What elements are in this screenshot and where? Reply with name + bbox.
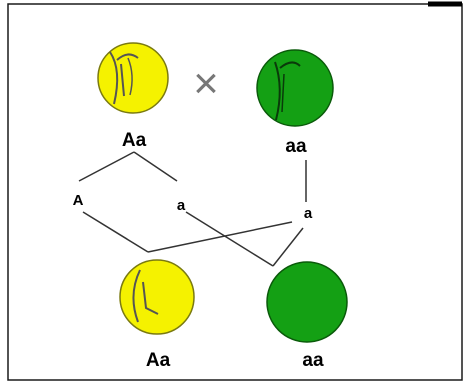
pea-crease bbox=[142, 281, 159, 315]
pea-crease bbox=[120, 63, 125, 97]
line-parent1-to-gamete-A bbox=[78, 151, 135, 182]
yellow-pea-wrinkled-icon bbox=[97, 42, 169, 114]
parent-2-genotype: aa bbox=[285, 136, 307, 157]
parent-yellow-pea bbox=[97, 42, 169, 114]
gamete-A-label: A bbox=[73, 192, 84, 209]
offspring-1-genotype: Aa bbox=[146, 350, 171, 371]
pea-crease bbox=[127, 57, 133, 96]
pea-crease bbox=[116, 53, 139, 61]
pea-crease bbox=[279, 61, 301, 69]
line-gamete-a2-to-offspring2 bbox=[272, 227, 304, 267]
yellow-pea-wrinkled-icon bbox=[119, 259, 195, 335]
parent-green-pea bbox=[256, 49, 334, 127]
pea-crease bbox=[281, 73, 285, 113]
parent-1-genotype: Aa bbox=[122, 130, 147, 151]
offspring-2-genotype: aa bbox=[302, 350, 324, 371]
gamete-a-label: a bbox=[304, 205, 313, 222]
pea-crease bbox=[132, 269, 141, 323]
line-gamete-a2-to-offspring1 bbox=[147, 221, 293, 253]
cross-symbol: × bbox=[193, 59, 219, 108]
line-parent1-to-gamete-a bbox=[133, 151, 178, 182]
gamete-a-label: a bbox=[177, 197, 186, 214]
offspring-yellow-pea bbox=[119, 259, 195, 335]
segregation-lines bbox=[78, 151, 307, 267]
green-pea-wrinkled-icon bbox=[256, 49, 334, 127]
green-pea-smooth-icon bbox=[266, 261, 348, 343]
line-gamete-A-to-offspring1 bbox=[82, 211, 149, 253]
diagram-frame bbox=[7, 3, 463, 381]
pea-crease bbox=[274, 61, 281, 121]
pea-crease bbox=[109, 51, 119, 105]
line-gamete-a1-to-offspring2 bbox=[185, 211, 274, 267]
